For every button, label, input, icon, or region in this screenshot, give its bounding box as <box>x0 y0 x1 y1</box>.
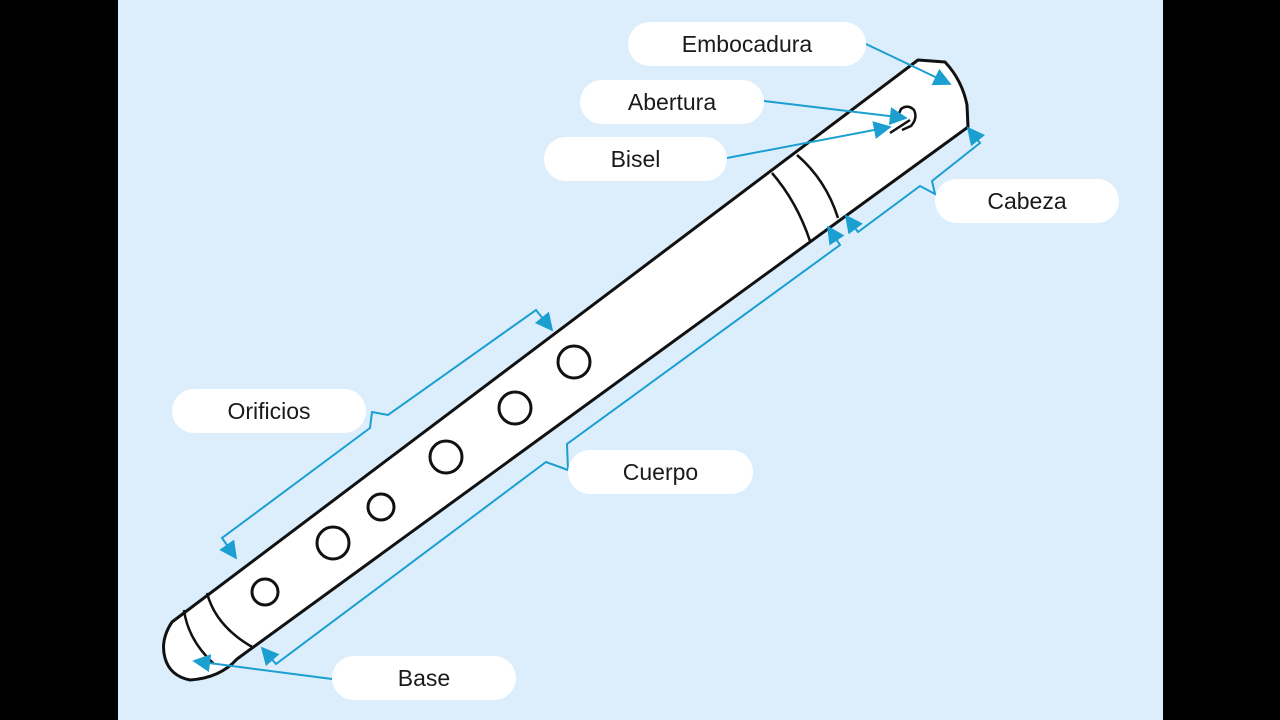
label-abertura: Abertura <box>580 80 764 124</box>
label-orificios-text: Orificios <box>227 397 311 424</box>
label-embocadura: Embocadura <box>628 22 866 66</box>
label-base: Base <box>332 656 516 700</box>
base-ring-2 <box>205 592 255 650</box>
cuerpo-bracket <box>260 225 845 667</box>
finger-hole <box>250 577 280 607</box>
label-bisel-text: Bisel <box>610 145 661 172</box>
label-orificios: Orificios <box>172 389 366 433</box>
finger-hole <box>497 390 533 426</box>
label-cabeza: Cabeza <box>935 179 1119 223</box>
base-arrow <box>192 654 333 680</box>
label-cuerpo-text: Cuerpo <box>622 458 699 485</box>
finger-hole <box>556 344 592 380</box>
label-bisel: Bisel <box>544 137 727 181</box>
label-base-text: Base <box>397 664 451 691</box>
finger-hole <box>428 439 464 475</box>
head-ring-2 <box>796 154 840 219</box>
finger-hole <box>366 492 396 522</box>
label-abertura-text: Abertura <box>627 88 717 115</box>
abertura-arrow <box>763 100 908 126</box>
label-embocadura-text: Embocadura <box>681 30 813 57</box>
label-cabeza-text: Cabeza <box>987 187 1067 214</box>
finger-hole <box>315 525 351 561</box>
embocadura-arrow <box>865 43 952 86</box>
label-cuerpo: Cuerpo <box>568 450 753 494</box>
